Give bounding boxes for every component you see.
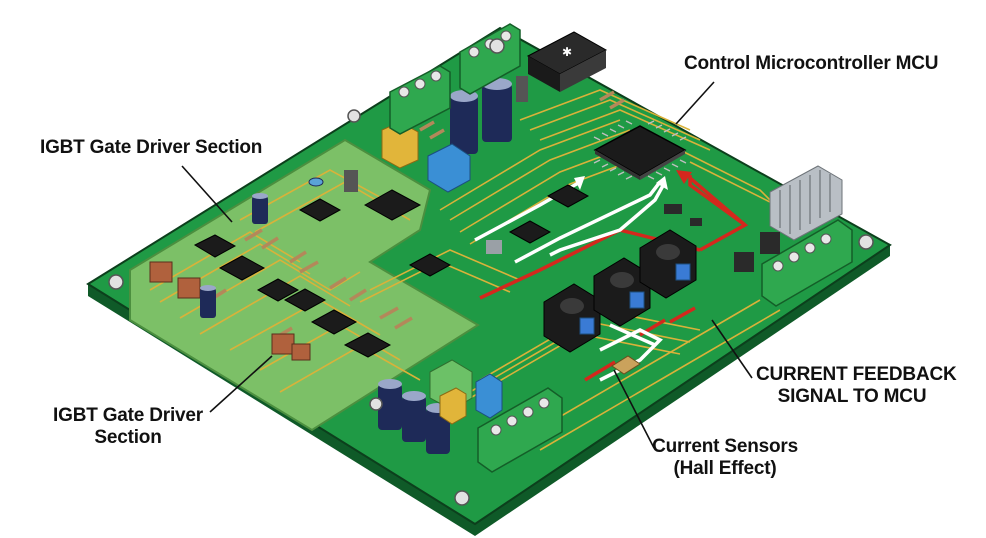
gate-ic-7 xyxy=(298,198,342,222)
gate-ic-3 xyxy=(256,278,300,302)
callout-leaders xyxy=(181,81,753,449)
gate-ic-4 xyxy=(283,288,327,312)
gate-driver-callout-top: IGBT Gate Driver Section xyxy=(40,137,263,158)
terminal-block-icon xyxy=(389,65,451,135)
voltage-regulator-icon: ✱ xyxy=(526,31,608,92)
ceramic-capacitor-group xyxy=(149,261,311,361)
capacitor-icon xyxy=(378,379,402,430)
svg-text:✱: ✱ xyxy=(562,45,572,59)
gate-ic-1 xyxy=(193,234,237,258)
mounting-holes xyxy=(108,38,874,506)
gate-ic-8 xyxy=(408,253,452,277)
feedback-line1: CURRENT FEEDBACK xyxy=(756,364,957,385)
gate-driver-callout-bottom: IGBT Gate Driver Section xyxy=(38,405,218,449)
signal-arrowhead-2 xyxy=(656,176,668,190)
hall-sensor-icon xyxy=(543,283,601,353)
small-blue-capacitor xyxy=(308,177,324,187)
capacitor-icon xyxy=(450,90,478,154)
feedback-arrowhead xyxy=(676,170,692,184)
sensors-callout: Current Sensors (Hall Effect) xyxy=(650,436,800,480)
mcu-callout: Control Microcontroller MCU xyxy=(684,53,939,74)
gate-driver-bottom-line2: Section xyxy=(94,427,162,448)
resistor-group xyxy=(209,90,625,340)
gate-ic-2 xyxy=(218,255,266,281)
terminal-block-icon xyxy=(477,387,563,473)
gate-ic-5 xyxy=(310,309,358,335)
sensors-line1: Current Sensors xyxy=(652,436,798,457)
electrolytic-capacitor-group xyxy=(200,78,512,454)
hall-sensor-icon xyxy=(593,257,651,327)
gate-driver-ic-group xyxy=(193,184,590,358)
capacitor-icon xyxy=(402,391,426,442)
signal-arrowhead-1 xyxy=(574,176,585,190)
capacitor-icon xyxy=(200,285,216,318)
gate-driver-bottom-line1: IGBT Gate Driver xyxy=(53,405,203,426)
mcu-chip-icon xyxy=(593,120,687,180)
feedback-line2: SIGNAL TO MCU xyxy=(777,386,927,407)
capacitor-icon xyxy=(252,193,268,224)
gate-ic-6 xyxy=(343,332,392,358)
film-capacitor-group xyxy=(381,121,503,425)
terminal-block-icon xyxy=(761,219,853,307)
feedback-callout: CURRENT FEEDBACK SIGNAL TO MCU xyxy=(756,364,957,408)
optocoupler xyxy=(363,189,422,221)
hall-sensor-icon xyxy=(639,229,697,299)
heatsink-icon xyxy=(769,165,843,241)
gate-ic-9 xyxy=(508,220,552,244)
sensors-line2: (Hall Effect) xyxy=(673,458,777,479)
gate-ic-10 xyxy=(546,184,590,208)
smd-parts xyxy=(344,76,780,272)
current-shunt xyxy=(611,355,641,375)
capacitor-icon xyxy=(482,78,512,142)
